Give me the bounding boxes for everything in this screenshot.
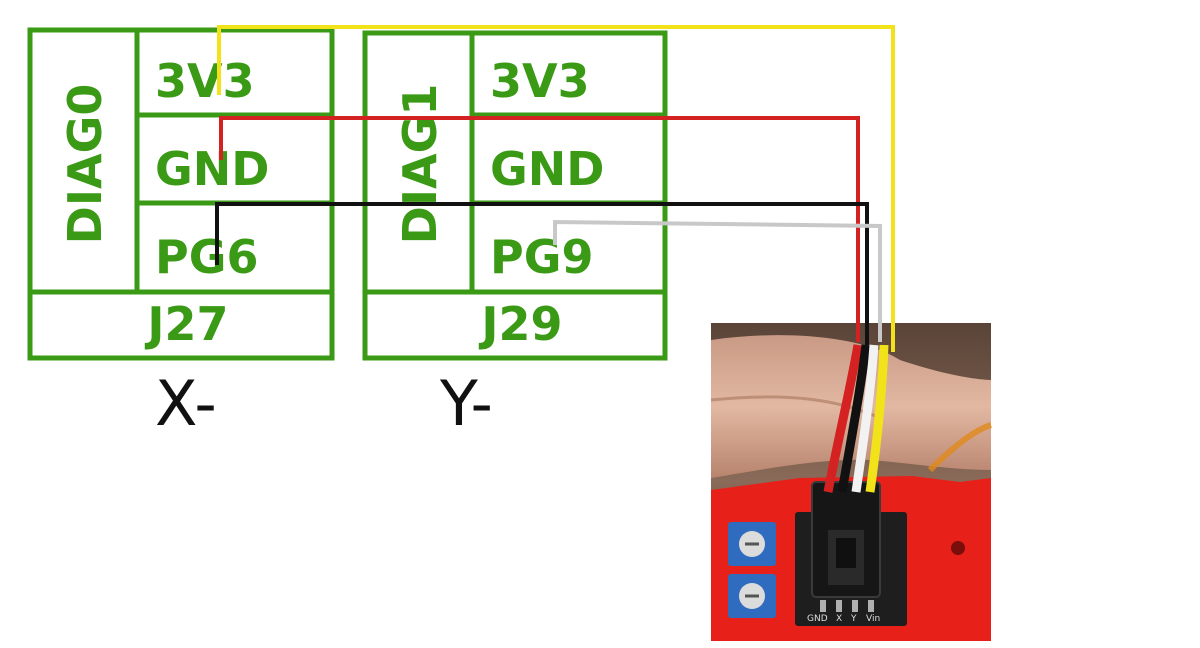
diag1-label: DIAG1 — [393, 84, 447, 245]
j27-pin-gnd: GND — [155, 142, 269, 196]
mount-hole — [951, 541, 965, 555]
j27-pin-pg6: PG6 — [155, 230, 258, 284]
j29-pin-3v3: 3V3 — [490, 54, 590, 108]
wire-3v3 — [217, 25, 895, 352]
wire-gnd — [219, 116, 860, 342]
j27-pin-3v3: 3V3 — [155, 54, 255, 108]
pcb-pin-gnd: GND — [807, 614, 828, 624]
wire-pg9 — [553, 219, 882, 342]
pcb-pin-vin: Vin — [866, 614, 880, 624]
j29-pin-gnd: GND — [490, 142, 604, 196]
wire-pg6 — [215, 202, 869, 345]
photo-wire-white — [851, 344, 879, 493]
y-minus-label: Y- — [439, 367, 493, 440]
photo-wire-black — [837, 344, 871, 493]
j29-connector-label: J29 — [478, 297, 562, 351]
pcb-pin-y: Y — [850, 614, 857, 624]
photo-wire-red — [823, 344, 863, 493]
diag0-label: DIAG0 — [58, 84, 112, 245]
sensor-photo: GND X Y Vin — [710, 323, 992, 641]
j29-pin-pg9: PG9 — [490, 230, 593, 284]
j27-connector-label: J27 — [144, 297, 228, 351]
x-minus-label: X- — [155, 367, 217, 440]
photo-wire-yellow — [865, 344, 889, 493]
pcb-pin-x: X — [836, 614, 842, 624]
